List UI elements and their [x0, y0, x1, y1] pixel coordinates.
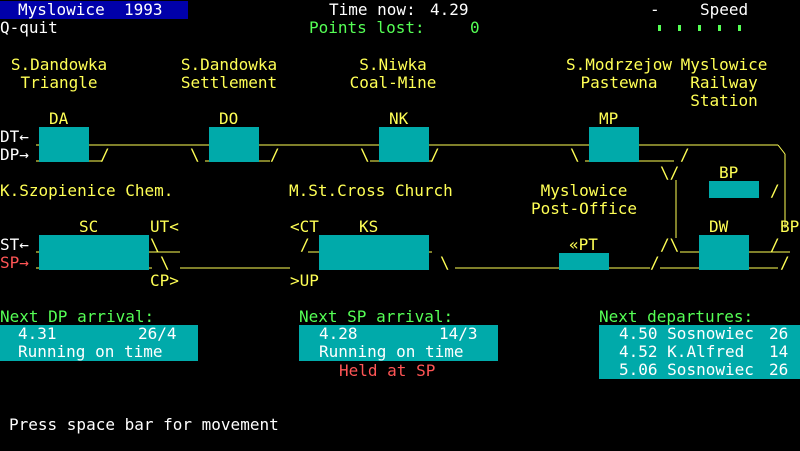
junction-glyph: /\ [660, 235, 680, 254]
label-dp: DP→ [0, 145, 29, 164]
junction-glyph: / [270, 145, 280, 164]
sp-arrival-status: Running on time [319, 342, 464, 361]
label-bp-side: BP [780, 217, 800, 236]
movement-prompt: Press space bar for movement [9, 415, 279, 434]
platform-label-pt: «PT [569, 235, 598, 254]
junction-glyph: \ [570, 145, 580, 164]
junction-glyph: / [780, 253, 790, 272]
label-cp: CP> [150, 271, 179, 290]
sp-arrival-time: 4.28 [319, 324, 358, 343]
station-k-szopienice-chem: K.Szopienice Chem. [0, 181, 174, 200]
platform-mp[interactable] [589, 127, 639, 162]
platform-label-do: DO [219, 109, 239, 128]
platform-label-da: DA [49, 109, 69, 128]
dp-arrival-heading: Next DP arrival: [0, 307, 155, 326]
platform-ks[interactable] [319, 235, 429, 270]
platform-da[interactable] [39, 127, 89, 162]
label-ct: <CT [290, 217, 319, 236]
label-dt: DT← [0, 127, 29, 146]
points-lost-value: 0 [470, 18, 480, 37]
departures-panel: 4.50 Sosnowiec 26 4.52 K.Alfred 14 5.06 … [599, 325, 800, 379]
dp-arrival-panel: 4.31 26/4 Running on time [0, 325, 198, 361]
platform-label-dw: DW [709, 217, 729, 236]
departure-code: 14 [769, 342, 789, 361]
departure-code: 26 [769, 324, 789, 343]
platform-label-bp: BP [719, 163, 739, 182]
junction-glyph: / [680, 145, 690, 164]
junction-glyph: / [100, 145, 110, 164]
dp-arrival-time: 4.31 [18, 324, 57, 343]
junction-glyph: \ [160, 253, 170, 272]
speed-level-dot [738, 25, 741, 31]
junction-glyph: \ [150, 235, 160, 254]
departure-code: 26 [769, 360, 789, 379]
platform-nk[interactable] [379, 127, 429, 162]
label-sp: SP→ [0, 253, 29, 272]
quit-hint[interactable]: Q-quit [0, 18, 58, 37]
station-m-st-cross-church: M.St.Cross Church [289, 181, 453, 200]
game-title: Myslowice 1993 [18, 0, 163, 19]
departure-row: 4.50 Sosnowiec [619, 324, 754, 343]
label-ut: UT< [150, 217, 179, 236]
junction-glyph: / [770, 235, 780, 254]
time-value: 4.29 [430, 0, 469, 19]
platform-label-ks: KS [359, 217, 379, 236]
points-lost-label: Points lost: [309, 18, 425, 37]
sp-alert: Held at SP [339, 361, 436, 380]
speed-level-dot [718, 25, 721, 31]
junction-glyph: / [770, 181, 780, 200]
sp-arrival-code: 14/3 [439, 324, 478, 343]
platform-do[interactable] [209, 127, 259, 162]
departures-heading: Next departures: [599, 307, 754, 326]
junction-glyph: \ [190, 145, 200, 164]
track-loop-right [777, 144, 786, 155]
label-up: >UP [290, 271, 319, 290]
platform-sc[interactable] [39, 235, 149, 270]
platform-label-nk: NK [389, 109, 409, 128]
junction-glyph: \/ [660, 163, 680, 182]
platform-dw[interactable] [699, 235, 749, 270]
departure-row: 4.52 K.Alfred [619, 342, 745, 361]
departure-row: 5.06 Sosnowiec [619, 360, 754, 379]
sp-arrival-panel: 4.28 14/3 Running on time [299, 325, 498, 361]
junction-glyph: / [300, 235, 310, 254]
platform-label-mp: MP [599, 109, 619, 128]
junction-glyph: / [650, 253, 660, 272]
speed-label: Speed [700, 0, 749, 19]
junction-glyph: / [430, 145, 440, 164]
speed-level-dot [698, 25, 701, 31]
junction-glyph: \ [360, 145, 370, 164]
time-label: Time now: [329, 0, 416, 19]
junction-glyph: \ [440, 253, 450, 272]
platform-pt[interactable] [559, 253, 609, 270]
platform-label-sc: SC [79, 217, 99, 236]
speed-decrease-indicator[interactable]: - [650, 0, 660, 19]
platform-bp[interactable] [709, 181, 759, 198]
dp-arrival-status: Running on time [18, 342, 163, 361]
speed-level-dot [658, 25, 661, 31]
dp-arrival-code: 26/4 [138, 324, 177, 343]
label-st: ST← [0, 235, 29, 254]
speed-level-dot [678, 25, 681, 31]
title-bar: Myslowice 1993 [0, 1, 188, 19]
sp-arrival-heading: Next SP arrival: [299, 307, 454, 326]
